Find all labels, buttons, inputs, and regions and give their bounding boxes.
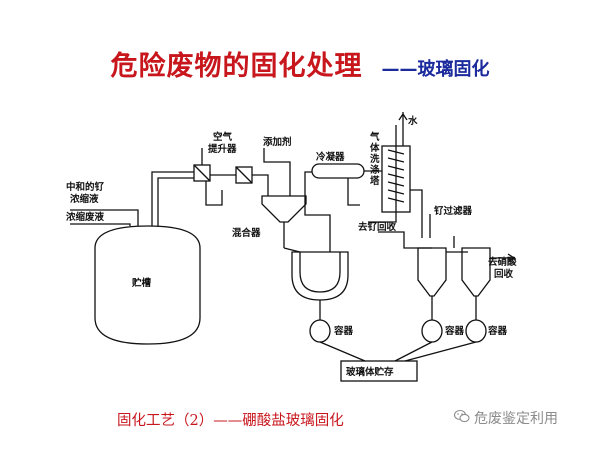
glass-storage-shape	[340, 360, 418, 382]
figure-caption: 固化工艺（2）——硼酸盐玻璃固化	[117, 413, 344, 429]
filter-1-shape	[417, 247, 447, 297]
label-gas-scrubber-3: 洗	[370, 153, 380, 165]
mixer-shape	[261, 195, 307, 223]
label-gas-scrubber-4: 涤	[370, 164, 380, 176]
diagram-label-group: 中和的钌 浓缩液 浓缩废液 贮槽 空气 提升器 添加剂 混合器 冷凝器 气 体 …	[66, 115, 517, 378]
title-bar: 危险废物的固化处理 ——玻璃固化	[0, 44, 600, 83]
label-container-3: 容器	[487, 325, 508, 337]
watermark-text: 危废鉴定利用	[474, 411, 558, 427]
filter-2-shape	[461, 247, 491, 297]
label-gas-scrubber-5: 塔	[370, 175, 380, 187]
storage-tank-shape	[94, 225, 201, 345]
container-2-shape	[421, 319, 443, 343]
label-water: 水	[408, 115, 418, 127]
label-to-ru-recovery: 去钌回收	[358, 221, 397, 233]
diagram-lines	[70, 112, 516, 382]
label-to-nitric-1: 去硝酸	[488, 256, 517, 268]
label-to-nitric-2: 回收	[494, 268, 514, 280]
label-neutralized-ru-2: 浓缩液	[70, 193, 99, 205]
wechat-icon	[453, 409, 470, 427]
label-air: 空气	[213, 131, 233, 143]
label-container-2: 容器	[444, 325, 465, 337]
watermark: 危废鉴定利用	[453, 408, 558, 428]
label-condenser: 冷凝器	[316, 151, 345, 163]
label-gas-scrubber-2: 体	[370, 142, 380, 154]
label-gas-scrubber-1: 气	[369, 131, 380, 143]
label-concentrated-waste: 浓缩废液	[66, 211, 105, 223]
label-neutralized-ru-1: 中和的钌	[66, 181, 105, 193]
label-container-1: 容器	[333, 325, 354, 337]
slide-subtitle: ——玻璃固化	[381, 59, 490, 80]
slide-title: 危险废物的固化处理	[110, 51, 363, 82]
condenser-shape	[311, 163, 365, 179]
label-mixer: 混合器	[232, 227, 261, 239]
label-storage-tank: 贮槽	[131, 277, 152, 289]
label-ru-filter: 钌过滤器	[434, 205, 473, 217]
label-additive: 添加剂	[263, 136, 292, 148]
label-glass-storage: 玻璃体贮存	[346, 366, 394, 378]
container-1-shape	[309, 319, 331, 343]
container-3-shape	[465, 319, 487, 343]
label-air-lift: 提升器	[208, 143, 237, 155]
